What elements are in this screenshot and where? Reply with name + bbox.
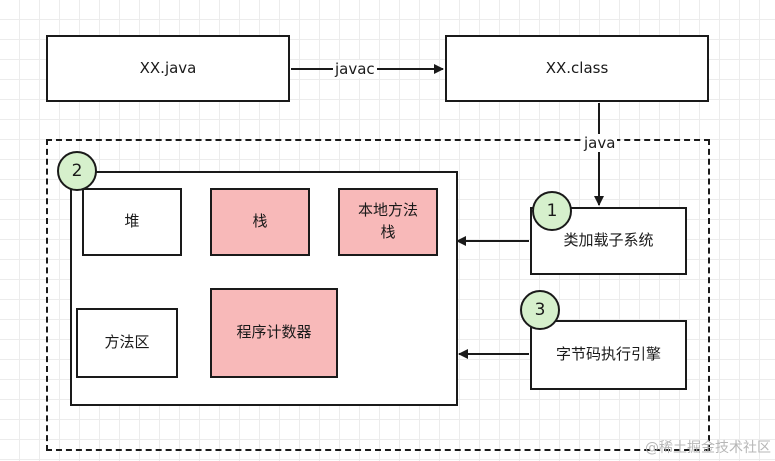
execution-engine-node[interactable]: 字节码执行引擎 <box>530 320 687 390</box>
source-file-label: XX.java <box>139 58 197 77</box>
native-method-stack-node[interactable]: 本地方法 栈 <box>338 188 438 256</box>
badge-class-loader: 1 <box>532 191 572 231</box>
method-area-node[interactable]: 方法区 <box>76 308 178 378</box>
heap-label: 堆 <box>124 212 140 231</box>
method-area-label: 方法区 <box>104 333 150 352</box>
program-counter-node[interactable]: 程序计数器 <box>210 288 338 378</box>
program-counter-label: 程序计数器 <box>236 323 312 342</box>
java-edge-label: java <box>582 134 618 152</box>
jvm-dashed-boundary <box>46 139 710 451</box>
watermark: @稀土掘金技术社区 <box>645 440 771 456</box>
class-file-node[interactable]: XX.class <box>445 35 709 102</box>
class-loader-label: 类加载子系统 <box>563 231 654 250</box>
badge-execution-engine: 3 <box>520 290 560 330</box>
class-file-label: XX.class <box>545 58 609 77</box>
native-method-stack-label-line2: 栈 <box>380 223 396 241</box>
javac-edge-label: javac <box>333 60 377 78</box>
stack-node[interactable]: 栈 <box>210 188 310 256</box>
badge-runtime-area: 2 <box>57 151 97 191</box>
execution-engine-label: 字节码执行引擎 <box>555 345 661 364</box>
stack-label: 栈 <box>252 212 268 231</box>
heap-node[interactable]: 堆 <box>82 188 182 256</box>
native-method-stack-label-line1: 本地方法 <box>357 201 418 220</box>
source-file-node[interactable]: XX.java <box>46 35 290 102</box>
